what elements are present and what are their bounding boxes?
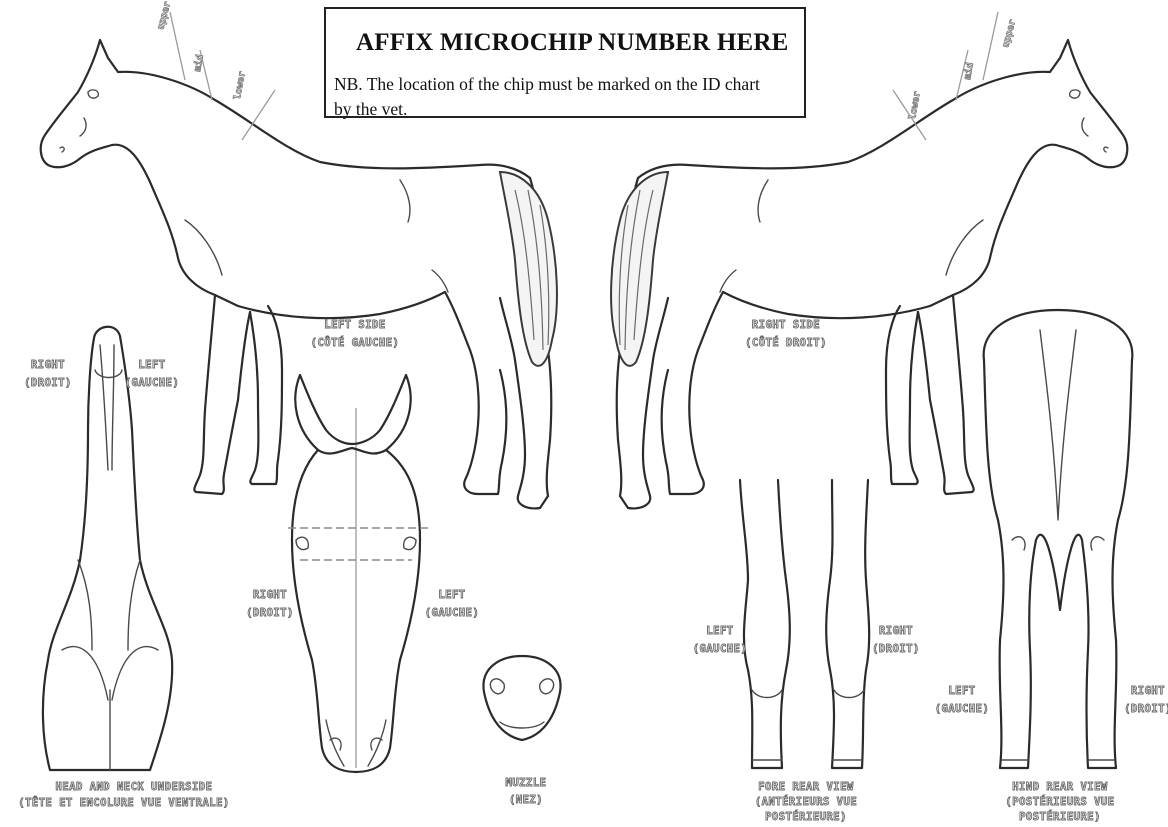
neck-left-label-fr: (GAUCHE) xyxy=(125,377,180,389)
fore-view-label: FORE REAR VIEW xyxy=(758,781,854,793)
fore-left-label: LEFT xyxy=(706,625,733,637)
right-side-label-fr: (CÔTÉ DROIT) xyxy=(745,336,827,349)
head-neck-underside-diagram xyxy=(43,327,172,770)
microchip-note: NB. The location of the chip must be mar… xyxy=(334,72,774,122)
neck-mark-lower-left: lower xyxy=(232,70,248,100)
neck-markings-left: upper mid lower xyxy=(155,0,275,140)
neck-left-label: LEFT xyxy=(138,359,165,371)
neck-mark-mid-left: mid xyxy=(192,53,206,72)
neck-mark-lower-right: lower xyxy=(907,90,923,120)
microchip-heading: AFFIX MICROCHIP NUMBER HERE xyxy=(356,29,789,57)
hind-view-label: HIND REAR VIEW xyxy=(1012,781,1108,793)
underside-label-fr: (TÊTE ET ENCOLURE VUE VENTRALE) xyxy=(18,796,229,809)
hind-left-label-fr: (GAUCHE) xyxy=(935,703,990,715)
fore-view-label-fr-1: (ANTÉRIEURS VUE xyxy=(755,795,857,808)
head-left-label-fr: (GAUCHE) xyxy=(425,607,480,619)
muzzle-diagram xyxy=(483,656,560,740)
underside-label: HEAD AND NECK UNDERSIDE xyxy=(56,781,213,793)
fore-right-label-fr: (DROIT) xyxy=(872,643,920,655)
hind-view-label-fr-2: POSTÉRIEURE) xyxy=(1019,810,1101,823)
hind-rear-view-diagram xyxy=(984,310,1133,768)
head-right-label: RIGHT xyxy=(253,589,287,601)
neck-mark-upper-right: upper xyxy=(1000,18,1018,49)
hind-right-label-fr: (DROIT) xyxy=(1124,703,1168,715)
left-side-label: LEFT SIDE xyxy=(324,319,385,331)
hind-right-label: RIGHT xyxy=(1131,685,1165,697)
muzzle-label-fr: (NEZ) xyxy=(509,794,543,806)
fore-rear-view-diagram xyxy=(740,480,869,768)
head-right-label-fr: (DROIT) xyxy=(246,607,294,619)
head-left-label: LEFT xyxy=(438,589,465,601)
hind-left-label: LEFT xyxy=(948,685,975,697)
neck-mark-mid-right: mid xyxy=(962,61,976,80)
right-side-label: RIGHT SIDE xyxy=(752,319,820,331)
fore-right-label: RIGHT xyxy=(879,625,913,637)
fore-left-label-fr: (GAUCHE) xyxy=(693,643,748,655)
hind-view-label-fr-1: (POSTÉRIEURS VUE xyxy=(1005,795,1114,808)
fore-view-label-fr-2: POSTÉRIEURE) xyxy=(765,810,847,823)
head-front-diagram xyxy=(288,375,432,772)
microchip-number-box[interactable]: AFFIX MICROCHIP NUMBER HERE NB. The loca… xyxy=(324,7,806,118)
neck-right-label: RIGHT xyxy=(31,359,65,371)
neck-right-label-fr: (DROIT) xyxy=(24,377,72,389)
left-side-label-fr: (CÔTÉ GAUCHE) xyxy=(311,336,400,349)
muzzle-label: MUZZLE xyxy=(506,777,547,789)
